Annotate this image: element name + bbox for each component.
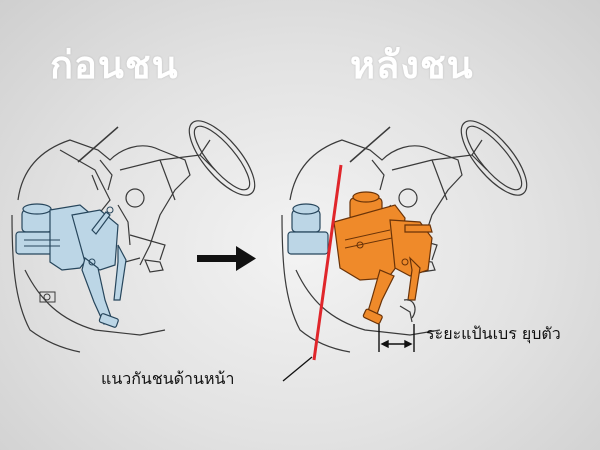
before-steering-wheel xyxy=(188,120,256,196)
before-collision-title: ก่อนชน xyxy=(50,43,179,87)
before-bolt xyxy=(125,188,145,208)
before-illustration xyxy=(11,120,256,353)
before-floor-mat xyxy=(124,257,164,273)
before-wiper xyxy=(77,126,119,163)
before-details xyxy=(24,206,114,303)
after-pedal-mount xyxy=(389,219,433,277)
after-details xyxy=(344,229,409,266)
before-pushrod xyxy=(91,211,111,235)
after-accel-arm xyxy=(407,256,421,301)
after-dashboard-outline xyxy=(289,139,463,266)
bulkhead-leader-line xyxy=(282,356,313,382)
after-wiper xyxy=(349,126,391,163)
bulkhead-line-label: แนวกันชนด้านหน้า xyxy=(101,369,235,388)
before-steering-wheel-inner xyxy=(193,125,251,191)
after-linkage xyxy=(404,224,433,233)
original-pedal-position xyxy=(399,299,416,323)
after-reservoir-cap xyxy=(352,191,380,203)
after-master-cylinder-ghost xyxy=(287,203,329,255)
pedal-retraction-dimension xyxy=(378,324,415,352)
after-brake-pedal-pad xyxy=(362,308,383,325)
before-floor xyxy=(24,269,166,336)
before-brake-pedal-pad xyxy=(98,313,119,328)
after-firewall xyxy=(281,214,351,353)
after-floor xyxy=(295,269,441,336)
before-reservoir-cap xyxy=(22,203,52,215)
bulkhead-line xyxy=(312,164,343,361)
pedal-retraction-label: ระยะแป้นเบร ยุบตัว xyxy=(426,324,561,343)
before-inner-panel xyxy=(59,149,111,216)
after-collision-title: หลังชน xyxy=(350,43,474,87)
after-steering-wheel xyxy=(460,120,528,196)
before-bracket xyxy=(91,159,131,246)
right-arrow-icon xyxy=(197,246,256,271)
before-firewall xyxy=(11,214,81,353)
before-accel-arm xyxy=(113,244,127,301)
after-steering-wheel-inner xyxy=(465,125,523,191)
before-dashboard-outline xyxy=(17,139,191,266)
after-brake-assembly xyxy=(333,191,433,325)
after-steering-column xyxy=(391,139,488,201)
before-brake-assembly xyxy=(15,203,127,328)
before-pedal-bracket xyxy=(129,234,166,261)
after-bolt xyxy=(398,188,418,208)
before-steering-column xyxy=(119,139,216,201)
